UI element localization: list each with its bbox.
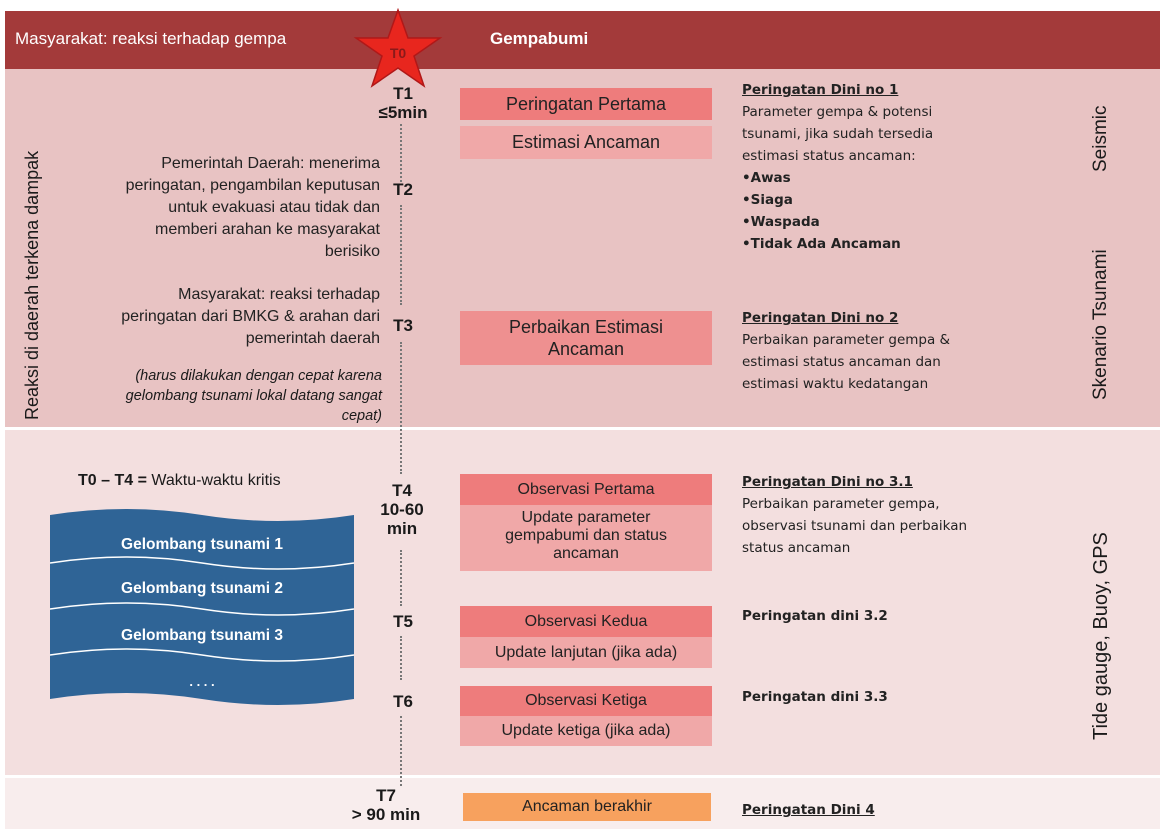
text-line: gelombang tsunami lokal datang sangat (125, 388, 382, 404)
info-bullet: •Waspada (742, 214, 820, 230)
box-update-ketiga: Update ketiga (jika ada) (460, 716, 712, 746)
wave-3: Gelombang tsunami 3 (121, 627, 283, 644)
kritis-bold: T0 – T4 = (78, 472, 147, 489)
timeline-dots (400, 342, 402, 474)
time-t4-sub2: min (386, 519, 418, 538)
timeline-dots (400, 205, 402, 305)
timeline-dots (400, 124, 402, 182)
info-line: estimasi status ancaman: (742, 148, 916, 164)
wave-graphic (50, 509, 354, 705)
time-t4-sub1: 10-60 (380, 500, 424, 519)
vertical-gauge-label: Tide gauge, Buoy, GPS (1090, 532, 1112, 740)
time-t6: T6 (393, 692, 413, 711)
box-update-lanjutan: Update lanjutan (jika ada) (460, 637, 712, 668)
wave-2: Gelombang tsunami 2 (121, 580, 283, 597)
info-bullet: •Tidak Ada Ancaman (742, 236, 901, 252)
info-dini-1: Peringatan Dini no 1 Parameter gempa & p… (742, 79, 1042, 255)
box-perbaikan-line: Perbaikan Estimasi (508, 317, 664, 337)
time-t5: T5 (393, 612, 413, 631)
box-update-line: gempabumi dan status (505, 527, 667, 544)
header-center-text: Gempabumi (490, 29, 589, 48)
vertical-skenario-label: Skenario Tsunami (1090, 249, 1111, 400)
text-line: Masyarakat: reaksi terhadap (178, 286, 380, 303)
time-t3: T3 (393, 316, 413, 335)
text-line: peringatan dari BMKG & arahan dari (121, 308, 380, 325)
vertical-left-text: Reaksi di daerah terkena dampak (22, 150, 42, 420)
wave-more: . . . . (189, 674, 215, 689)
timeline-dots (400, 716, 402, 786)
box-ancaman-berakhir: Ancaman berakhir (463, 793, 711, 821)
box-perbaikan: Perbaikan Estimasi Ancaman (460, 311, 712, 365)
info-dini-33: Peringatan dini 3.3 (742, 686, 1042, 708)
box-observasi-pertama: Observasi Pertama (460, 474, 712, 505)
time-t7: T7 > 90 min (336, 786, 436, 824)
time-t1-sub: ≤5min (378, 103, 428, 122)
text-line: (harus dilakukan dengan cepat karena (135, 368, 382, 384)
time-t1: T1 ≤5min (368, 84, 438, 122)
italic-note: (harus dilakukan dengan cepat karena gel… (40, 366, 382, 426)
info-dini-31: Peringatan Dini no 3.1 Perbaikan paramet… (742, 471, 1042, 559)
time-t7-sub: > 90 min (351, 805, 421, 824)
time-t4-label: T4 (392, 481, 412, 500)
info-dini-2: Peringatan Dini no 2 Perbaikan parameter… (742, 307, 1042, 395)
info-title: Peringatan Dini no 2 (742, 310, 899, 326)
timeline-dots (400, 550, 402, 606)
text-line: berisiko (324, 243, 380, 260)
info-title: Peringatan Dini no 1 (742, 82, 899, 98)
info-bullet: •Awas (742, 170, 791, 186)
info-bullet: •Siaga (742, 192, 793, 208)
text-line: untuk evakuasi atau tidak dan (168, 199, 380, 216)
info-line: Perbaikan parameter gempa, (742, 496, 940, 512)
info-title: Peringatan dini 3.2 (742, 608, 888, 624)
box-update-line: Update parameter (521, 509, 651, 526)
time-t2: T2 (393, 180, 413, 199)
text-line: cepat) (341, 408, 382, 424)
info-dini-32: Peringatan dini 3.2 (742, 605, 1042, 627)
info-line: estimasi status ancaman dan (742, 354, 941, 370)
box-observasi-ketiga: Observasi Ketiga (460, 686, 712, 716)
kritis-rest: Waktu-waktu kritis (146, 472, 281, 489)
wave-1: Gelombang tsunami 1 (121, 536, 283, 553)
info-line: Parameter gempa & potensi (742, 104, 933, 120)
masyarakat-text: Masyarakat: reaksi terhadap peringatan d… (40, 284, 380, 350)
info-title: Peringatan dini 3.3 (742, 689, 888, 705)
box-update-param: Update parameter gempabumi dan status an… (460, 505, 712, 571)
info-line: observasi tsunami dan perbaikan (742, 518, 968, 534)
info-line: Perbaikan parameter gempa & (742, 332, 951, 348)
star-label: T0 (390, 45, 407, 61)
info-title: Peringatan Dini 4 (742, 802, 875, 818)
time-t7-label: T7 (376, 786, 396, 805)
star-icon: T0 (353, 8, 443, 88)
box-observasi-kedua: Observasi Kedua (460, 606, 712, 637)
time-t4: T4 10-60 min (370, 481, 434, 538)
info-line: tsunami, jika sudah tersedia (742, 126, 934, 142)
info-line: status ancaman (742, 540, 851, 556)
text-line: Pemerintah Daerah: menerima (161, 155, 380, 172)
info-title: Peringatan Dini no 3.1 (742, 474, 913, 490)
text-line: memberi arahan ke masyarakat (155, 221, 380, 238)
box-estimasi-ancaman: Estimasi Ancaman (460, 126, 712, 159)
text-line: pemerintah daerah (245, 330, 380, 347)
vertical-seismic-label: Seismic (1090, 105, 1111, 172)
pemerintah-text: Pemerintah Daerah: menerima peringatan, … (40, 153, 380, 263)
box-update-line: ancaman (553, 545, 619, 562)
kritis-text: T0 – T4 = Waktu-waktu kritis (78, 472, 281, 490)
info-line: estimasi waktu kedatangan (742, 376, 929, 392)
info-dini-4: Peringatan Dini 4 (742, 799, 1042, 821)
text-line: peringatan, pengambilan keputusan (125, 177, 380, 194)
header-bar: Masyarakat: reaksi terhadap gempa Gempab… (5, 11, 1160, 69)
header-left-text: Masyarakat: reaksi terhadap gempa (15, 29, 287, 48)
box-peringatan-pertama: Peringatan Pertama (460, 88, 712, 120)
time-t1-label: T1 (393, 84, 413, 103)
timeline-dots (400, 636, 402, 680)
box-perbaikan-line: Ancaman (547, 339, 625, 359)
